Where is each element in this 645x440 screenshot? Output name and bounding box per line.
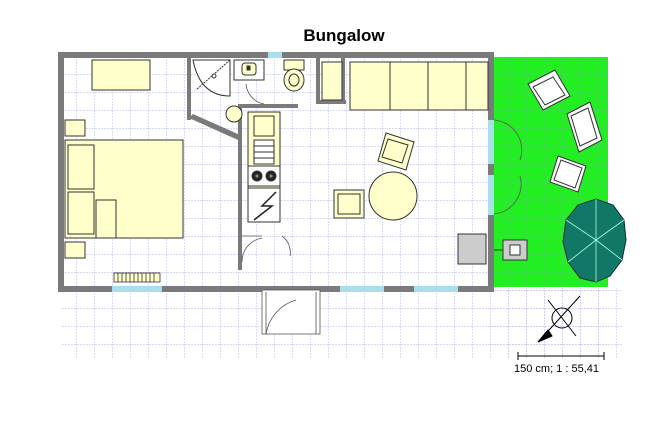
scale-bar	[517, 352, 605, 360]
compass-icon	[537, 295, 581, 343]
bath-basin	[225, 105, 243, 123]
nightstand-top	[64, 119, 86, 137]
toilet-icon	[283, 59, 305, 92]
radiator-icon	[113, 272, 161, 283]
terrace-chair-1	[527, 69, 571, 111]
parasol-icon	[562, 198, 627, 283]
chair-left	[333, 189, 365, 219]
bed-pillow-bottom	[67, 191, 95, 235]
sink-icon	[233, 59, 265, 81]
shower-icon	[192, 59, 231, 97]
cabinet-small	[321, 61, 343, 101]
chair-top	[377, 132, 415, 171]
windows	[112, 52, 494, 292]
bed-pillow-top	[67, 144, 95, 190]
furniture	[64, 59, 489, 283]
terrace-chair-3	[549, 155, 587, 193]
oven	[247, 187, 281, 223]
stove-icon	[247, 165, 281, 187]
plan-title: Bungalow	[303, 26, 385, 45]
terrace-furniture	[494, 69, 603, 261]
dresser	[91, 59, 151, 91]
tv-cabinet	[457, 233, 487, 265]
sofa	[349, 61, 489, 111]
doors	[241, 83, 523, 335]
dining-table	[368, 171, 418, 221]
bed-blanket-fold	[95, 199, 117, 239]
terrace-chair-2	[566, 101, 603, 153]
terrace-grid-ext	[492, 288, 622, 358]
scale-label: 150 cm; 1 : 55,41	[514, 363, 599, 375]
nightstand-bottom	[64, 241, 86, 259]
